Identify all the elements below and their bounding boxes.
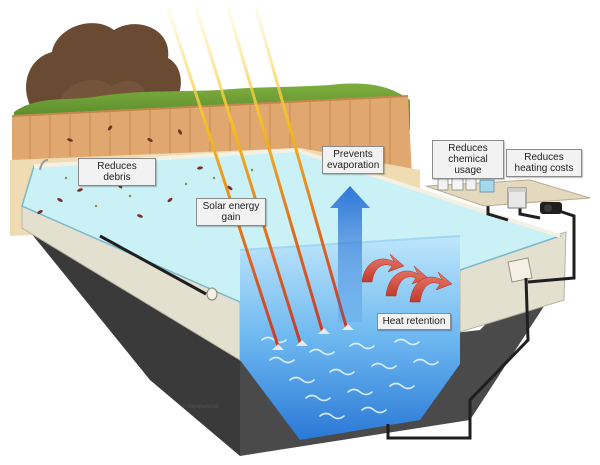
label-solar-energy-gain: Solar energy gain [196,198,266,226]
pool-water-cutaway [240,236,460,440]
return-inlet [206,287,218,301]
filter-unit [507,187,527,209]
evaporation-arrow [330,186,370,322]
label-reduces-chemical-usage: Reduces chemical usage [432,140,504,179]
copyright-notice: © Plastipack Ltd [182,404,219,410]
pipework [99,202,576,440]
ray-impact-marks [272,324,354,350]
label-prevents-evaporation: Prevents evaporation [322,146,384,174]
label-reduces-heating-costs: Reduces heating costs [506,149,582,177]
sun-rays [166,6,348,348]
water-waves [261,336,439,420]
debris-specks [64,168,254,208]
pool-base [22,222,240,456]
label-reduces-debris: Reduces debris [78,158,156,186]
heat-retention-arrows [361,253,453,303]
pump-unit [540,202,562,214]
skimmer-box [507,257,533,283]
pool-rail [39,159,49,171]
label-heat-retention: Heat retention [377,313,451,330]
